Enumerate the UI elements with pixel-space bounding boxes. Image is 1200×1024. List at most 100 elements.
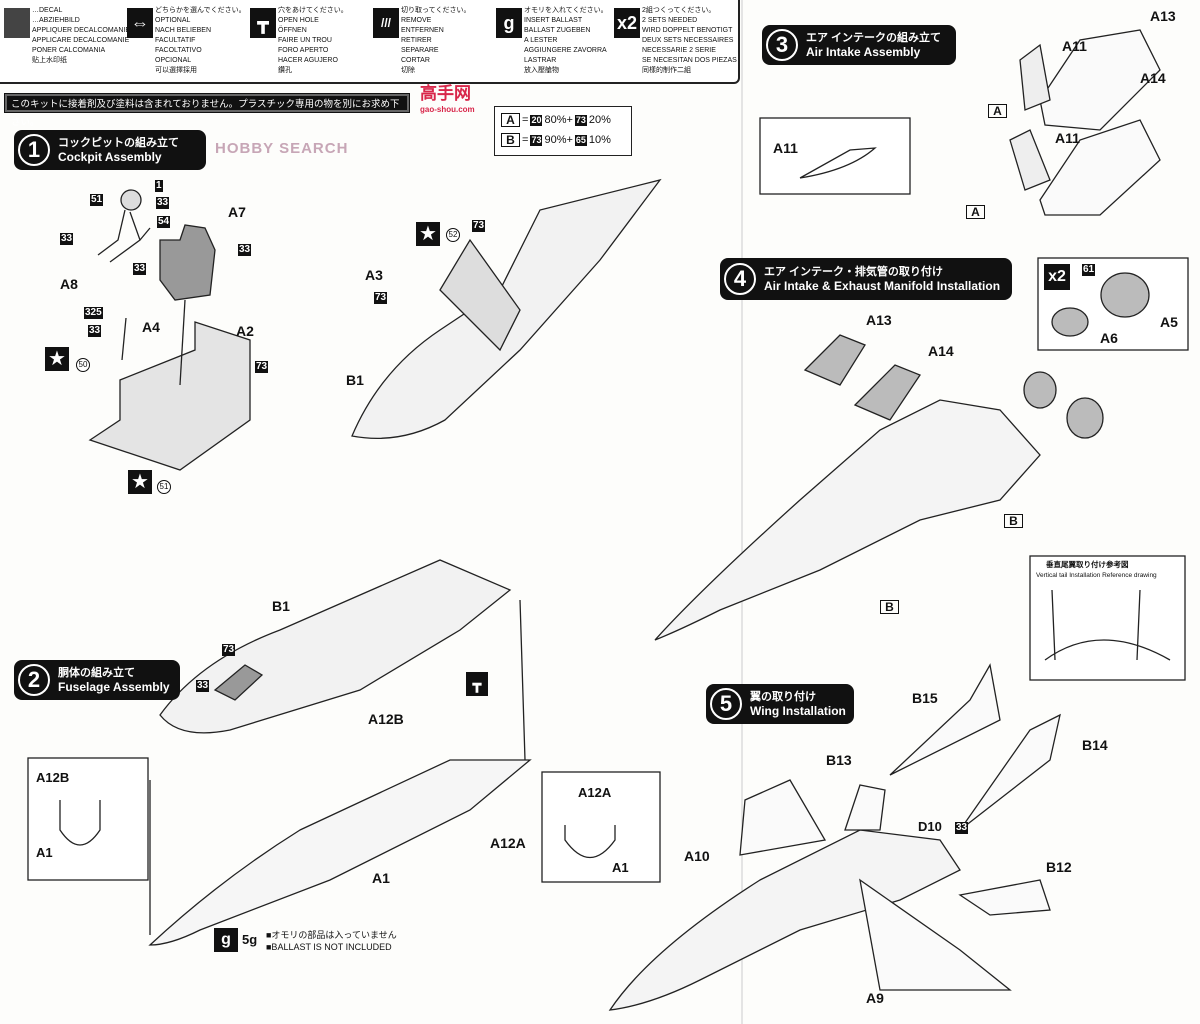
control-stick-a4 xyxy=(121,317,127,361)
decal-icon xyxy=(4,8,30,38)
part-label: A1 xyxy=(36,845,53,860)
color-number: 51 xyxy=(90,194,104,206)
decal-number: 51 xyxy=(157,480,171,494)
part-label: A3 xyxy=(365,267,383,283)
mix-key: A xyxy=(501,113,520,127)
part-label: A8 xyxy=(60,276,78,292)
color-number: 73 xyxy=(255,361,269,373)
part-label: A11 xyxy=(1055,130,1080,146)
step-title-en: Air Intake & Exhaust Manifold Installati… xyxy=(764,278,1001,293)
seat-a7 xyxy=(159,224,216,301)
step-title-ja: 胴体の組み立て xyxy=(58,666,135,679)
fuselage-step5 xyxy=(608,829,961,1011)
part-label: B1 xyxy=(346,372,364,388)
legend-remove-text: 切り取ってください。 REMOVE ENTFERNEN RETIRER SEPA… xyxy=(401,7,471,74)
intake-a14-installed xyxy=(853,364,921,421)
intake-a13 xyxy=(1039,29,1161,131)
a12a-detail-box xyxy=(541,771,661,883)
part-label: A11 xyxy=(1062,38,1087,54)
step-title-en: Cockpit Assembly xyxy=(58,149,162,164)
part-label: A4 xyxy=(142,319,160,335)
step-number: 4 xyxy=(724,263,756,295)
color-number: 33 xyxy=(60,233,74,245)
step-number: 5 xyxy=(710,688,742,720)
color-number: 73 xyxy=(574,114,587,126)
color-number: 33 xyxy=(156,197,170,209)
a12a-detail xyxy=(564,825,616,858)
star-decal-icon: ★ xyxy=(45,347,69,371)
legend-decal-text: …DECAL …ABZIEHBILD APPLIQUER DECALCOMANI… xyxy=(32,7,131,64)
legend-optional-text: どちらかを選んでください。 OPTIONAL NACH BELIEBEN FAC… xyxy=(155,7,246,74)
mix-eq: = xyxy=(522,134,529,146)
part-label: A11 xyxy=(773,140,798,156)
part-label: A13 xyxy=(866,312,892,328)
step-title-ja: エア インテークの組み立て xyxy=(806,31,942,44)
color-number: 65 xyxy=(574,134,587,146)
part-label: A12B xyxy=(36,770,70,785)
color-number: 33 xyxy=(196,680,210,692)
color-number: 20 xyxy=(530,114,543,126)
part-label: B15 xyxy=(912,690,938,706)
color-mix-key: B xyxy=(1004,514,1023,528)
nozzle-a5 xyxy=(1100,272,1150,318)
color-mix-box: A = 20 80%+ 73 20% B = 73 90%+ 65 10% xyxy=(494,106,632,156)
mix-eq: = xyxy=(522,114,529,126)
color-number: 33 xyxy=(238,244,252,256)
step-title-ja: コックピットの組み立て xyxy=(58,136,179,149)
canopy-area xyxy=(439,238,521,352)
watermark-logo: 高手网 xyxy=(420,84,471,103)
a12b-detail-box xyxy=(27,757,149,881)
part-label: D10 xyxy=(918,819,942,834)
color-number: 73 xyxy=(472,220,486,232)
a12b-detail xyxy=(59,800,101,846)
legend-ballast-text: オモリを入れてください。 INSERT BALLAST BALLAST ZUGE… xyxy=(524,7,608,74)
color-number: 61 xyxy=(1082,264,1096,276)
intake-a11-2 xyxy=(1009,129,1051,191)
cockpit-tub-a2 xyxy=(88,321,251,471)
part-label: B14 xyxy=(1082,737,1108,753)
star-decal-icon: ★ xyxy=(416,222,440,246)
fuselage-step4 xyxy=(654,399,1041,641)
pilot-figure xyxy=(97,189,151,263)
mix-percent: 90%+ xyxy=(544,134,573,146)
part-label: B12 xyxy=(1046,859,1072,875)
exhaust-right xyxy=(1066,397,1104,439)
part-label: A14 xyxy=(928,343,954,359)
legend-two-sets-text: 2組つくってください。 2 SETS NEEDED WIRD DOPPELT B… xyxy=(642,7,737,74)
color-mix-key: A xyxy=(966,205,985,219)
assembly-arrow xyxy=(179,299,186,386)
ballast-weight: 5g xyxy=(242,932,258,947)
intake-a11 xyxy=(1019,43,1051,111)
ballast-icon: g xyxy=(214,928,238,952)
part-label: A1 xyxy=(612,860,629,875)
part-label: A12A xyxy=(490,835,526,851)
ballast-icon: g xyxy=(496,8,522,38)
step-number: 2 xyxy=(18,664,50,696)
color-number: 33 xyxy=(133,263,147,275)
color-number: 73 xyxy=(374,292,388,304)
open-hole-icon: ┳ xyxy=(250,8,276,38)
color-number: 325 xyxy=(84,307,103,319)
legend-open-hole-text: 穴をあけてください。 OPEN HOLE ÖFFNEN FAIRE UN TRO… xyxy=(278,7,348,74)
color-mix-key: B xyxy=(880,600,899,614)
stabilizer-b12 xyxy=(958,879,1051,916)
color-mix-key: A xyxy=(988,104,1007,118)
two-sets-icon: x2 xyxy=(1044,264,1070,290)
part-label: A7 xyxy=(228,204,246,220)
ballast-note-ja: ■オモリの部品は入っていません xyxy=(266,930,397,940)
color-number: 54 xyxy=(157,216,171,228)
tail-b14 xyxy=(959,713,1061,831)
a11-detail xyxy=(799,147,877,179)
upper-fuselage-b1 xyxy=(159,559,512,734)
part-label: B13 xyxy=(826,752,852,768)
tail-b15 xyxy=(889,663,1001,776)
mix-key: B xyxy=(501,133,520,147)
step-title-en: Wing Installation xyxy=(750,703,846,718)
part-label: A12A xyxy=(578,785,612,800)
ballast-note-en: ■BALLAST IS NOT INCLUDED xyxy=(266,942,392,952)
color-number: 73 xyxy=(530,134,543,146)
step-number: 3 xyxy=(766,29,798,61)
